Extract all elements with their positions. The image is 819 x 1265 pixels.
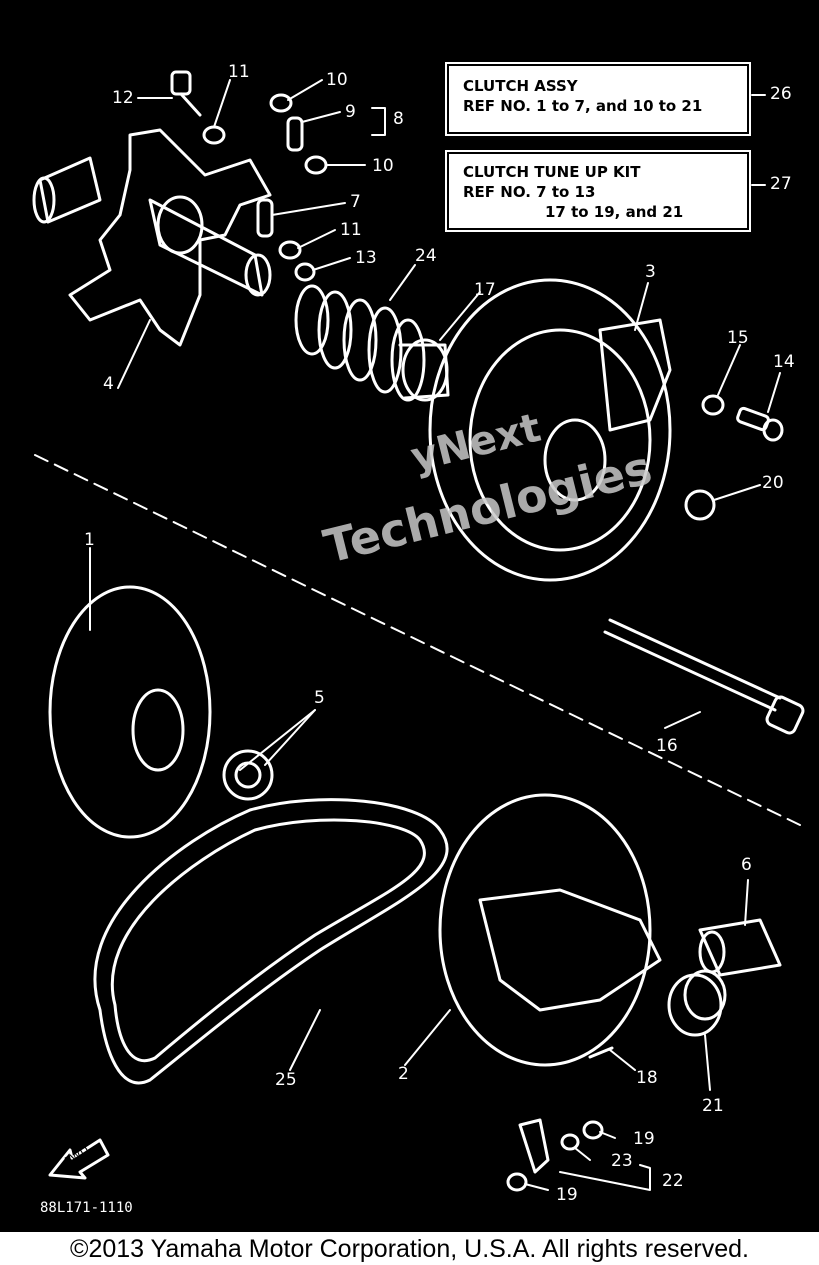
callout-22: 22 xyxy=(662,1171,684,1191)
callout-16: 16 xyxy=(656,736,678,756)
part-1-fixed-sheave xyxy=(48,585,212,839)
part-7-pin xyxy=(256,198,274,238)
part-19-washer-top xyxy=(582,1120,604,1140)
diagram-code: 88L171-1110 xyxy=(40,1200,133,1216)
callout-14: 14 xyxy=(773,352,795,372)
part-18-pin xyxy=(588,1046,614,1059)
callout-3: 3 xyxy=(645,262,656,282)
callout-7: 7 xyxy=(350,192,361,212)
part-25-drive-belt xyxy=(93,798,449,1085)
callout-6: 6 xyxy=(741,855,752,875)
part-16-long-bolt xyxy=(603,618,805,735)
tune-up-kit-refs: REF NO. 7 to 13 xyxy=(463,183,596,201)
callout-18: 18 xyxy=(636,1068,658,1088)
part-4-spider-shaft xyxy=(32,128,272,347)
clutch-assy-title: CLUTCH ASSY xyxy=(463,77,578,95)
part-5-bushing xyxy=(222,749,274,801)
callout-25: 25 xyxy=(275,1070,297,1090)
part-3-cover xyxy=(428,278,672,582)
tune-up-kit-title: CLUTCH TUNE UP KIT xyxy=(463,163,641,181)
part-21-ring xyxy=(667,969,727,1037)
part-10-washer-bottom xyxy=(304,155,328,175)
part-10-washer-top xyxy=(269,93,293,113)
clutch-assy-box: CLUTCH ASSY REF NO. 1 to 7, and 10 to 21 xyxy=(445,62,751,136)
part-24-spring xyxy=(294,284,426,402)
fwd-arrow-icon xyxy=(48,1138,110,1180)
part-9-pin xyxy=(286,116,304,152)
callout-23: 23 xyxy=(611,1151,633,1171)
part-12-bolt xyxy=(170,70,202,117)
callout-10-top: 10 xyxy=(326,70,348,90)
callout-10-bottom: 10 xyxy=(372,156,394,176)
callout-24: 24 xyxy=(415,246,437,266)
callout-11-bottom: 11 xyxy=(340,220,362,240)
callout-27: 27 xyxy=(770,174,792,194)
diagram-drawing xyxy=(32,70,805,1192)
callout-13: 13 xyxy=(355,248,377,268)
callout-11-top: 11 xyxy=(228,62,250,82)
callout-9: 9 xyxy=(345,102,356,122)
callout-12: 12 xyxy=(112,88,134,108)
copyright-notice: ©2013 Yamaha Motor Corporation, U.S.A. A… xyxy=(0,1234,819,1265)
part-11-washer-top xyxy=(202,125,226,145)
callout-1: 1 xyxy=(84,530,95,550)
part-17-sleeve xyxy=(398,338,450,402)
callout-19-top: 19 xyxy=(633,1129,655,1149)
clutch-assy-refs: REF NO. 1 to 7, and 10 to 21 xyxy=(463,97,703,115)
callout-8: 8 xyxy=(393,109,404,129)
part-15-washer xyxy=(701,394,725,416)
tune-up-kit-refs-2: 17 to 19, and 21 xyxy=(545,203,684,221)
callout-5: 5 xyxy=(314,688,325,708)
part-6-weight xyxy=(698,918,782,977)
part-19-washer-bottom xyxy=(506,1172,528,1192)
callout-2: 2 xyxy=(398,1064,409,1084)
callout-21: 21 xyxy=(702,1096,724,1116)
callout-19-bottom: 19 xyxy=(556,1185,578,1205)
part-20-washer xyxy=(684,489,716,521)
callout-26: 26 xyxy=(770,84,792,104)
tune-up-kit-box: CLUTCH TUNE UP KIT REF NO. 7 to 13 17 to… xyxy=(445,150,751,232)
divider-line xyxy=(34,454,801,826)
part-13-nut xyxy=(294,262,316,282)
exploded-parts-diagram: CLUTCH ASSY REF NO. 1 to 7, and 10 to 21… xyxy=(0,0,819,1232)
part-14-bolt xyxy=(736,406,784,442)
part-23-roller xyxy=(560,1133,580,1151)
callout-17: 17 xyxy=(474,280,496,300)
part-22-arm xyxy=(518,1118,550,1174)
callout-15: 15 xyxy=(727,328,749,348)
callout-4: 4 xyxy=(103,374,114,394)
part-2-movable-sheave xyxy=(438,793,662,1067)
callout-20: 20 xyxy=(762,473,784,493)
part-11-washer-bottom xyxy=(278,240,302,260)
